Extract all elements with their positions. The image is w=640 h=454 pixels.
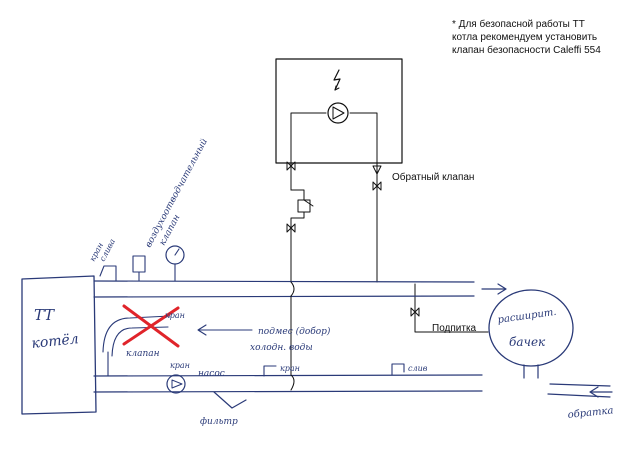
pump-icon [166,374,186,394]
gas-boiler-module [275,58,403,176]
tank-label-2: бачек [509,335,546,349]
printed-valves [286,161,420,317]
safety-valve-icon [297,199,311,213]
feed-label-2: холодн. воды [250,343,313,353]
feed-arrow-icon [197,324,253,336]
pump-triangle-icon [332,106,345,120]
gas-boiler-box [275,58,403,164]
check-valve-label: Обратный клапан [392,171,474,183]
tap-icon [263,365,277,377]
printed-pipes [290,162,489,333]
red-cross-icon [122,304,180,348]
tt-boiler-box [21,275,97,415]
filter-label: фильтр [200,417,238,427]
drain-icon [391,363,405,376]
tank-label-1: расширит. [497,307,557,326]
klapan-label: клапан [126,349,160,359]
supply-pipe-bottom [93,295,475,298]
lightning-arrow-icon [334,85,340,91]
kran-mid-label: кран [280,364,300,373]
air-valve-label-1: воздухоотводчательный [144,137,210,249]
note-line-3: клапан безопасности Caleffi 554 [452,44,601,56]
air-vent-icon [132,255,146,282]
return-label: обратка [567,405,614,421]
electric-lightning-icon [333,69,341,91]
feed-label-1: подмес (добор) [258,326,331,337]
valve-icon [410,307,420,317]
drain-label: слив [408,364,428,373]
boiler-label-2: котёл [31,331,80,352]
hand-drawn-sketch: ТТ котёл расширит. бачек воздухоотводчат… [21,137,614,427]
return-arrow-icon [589,386,613,398]
kran-bottom-label: кран [170,361,190,370]
internal-pipe-right [349,112,378,176]
return-pipe-top [93,374,483,377]
return-pipe-bottom [93,390,483,393]
filter-icon [213,391,247,409]
circulation-pump-icon [327,102,349,124]
check-valve-icon [372,165,382,175]
printed-note: * Для безопасной работы ТТ котла рекомен… [452,18,601,56]
note-line-1: * Для безопасной работы ТТ [452,18,585,30]
supply-pipe-top [93,280,475,283]
kran-top-label: кран [165,311,185,320]
valve-icon [372,181,382,191]
note-line-2: котла рекомендуем установить [452,32,597,43]
valve-icon [286,161,296,171]
drain-tap-icon [99,265,117,282]
valve-icon [286,223,296,233]
makeup-label: Подпитка [432,323,477,334]
expansion-tank [488,289,574,367]
pump-label: насос [198,369,225,379]
internal-pipe-left [290,112,327,176]
flow-arrow-icon [481,283,507,295]
boiler-label-1: ТТ [34,306,55,324]
